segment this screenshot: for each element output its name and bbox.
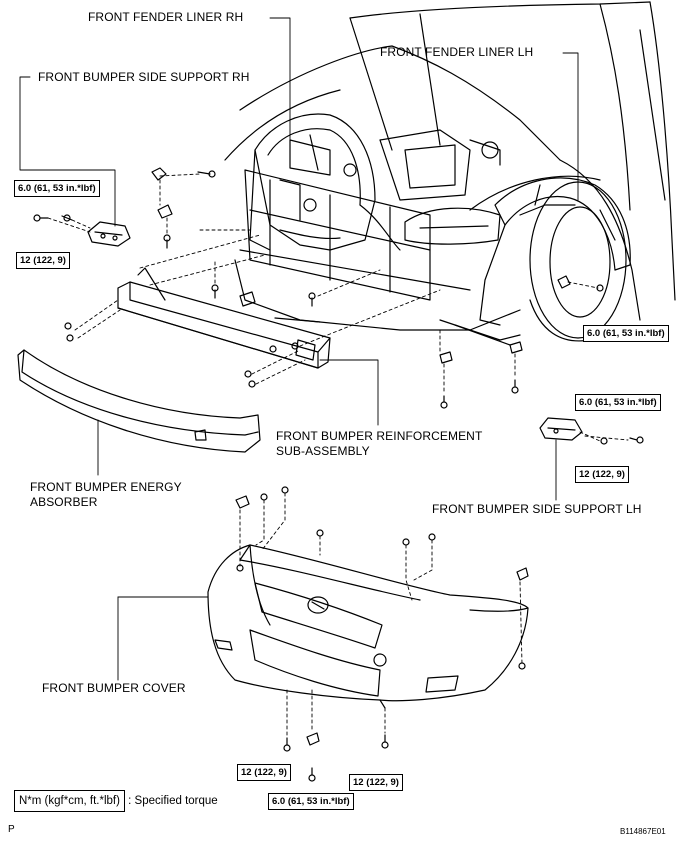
label-front-fender-liner-lh: FRONT FENDER LINER LH (380, 45, 534, 59)
front-bumper-side-support-lh (539, 417, 583, 441)
front-bumper-energy-absorber (17, 349, 261, 453)
label-front-bumper-reinforcement: FRONT BUMPER REINFORCEMENT SUB-ASSEMBLY (276, 429, 482, 459)
torque-lh-lower: 12 (122, 9) (575, 466, 629, 483)
torque-rh-lower: 12 (122, 9) (16, 252, 70, 269)
front-fender-liner-lh (479, 177, 631, 326)
corner-mark-left: P (8, 824, 15, 835)
torque-lh-upper: 6.0 (61, 53 in.*lbf) (575, 394, 661, 411)
front-bumper-cover (207, 544, 529, 709)
label-reinforcement-line1: FRONT BUMPER REINFORCEMENT (276, 429, 483, 443)
vehicle-body (224, 1, 676, 346)
front-fender-liner-rh (249, 113, 376, 251)
label-energy-absorber-line2: ABSORBER (30, 495, 98, 509)
label-front-bumper-side-support-lh: FRONT BUMPER SIDE SUPPORT LH (432, 502, 642, 516)
torque-lh-fender: 6.0 (61, 53 in.*lbf) (583, 325, 669, 342)
label-energy-absorber-line1: FRONT BUMPER ENERGY (30, 480, 182, 494)
torque-cover-right: 12 (122, 9) (349, 774, 403, 791)
torque-cover-center: 6.0 (61, 53 in.*lbf) (268, 793, 354, 810)
fasteners (33, 167, 644, 782)
label-front-bumper-cover: FRONT BUMPER COVER (42, 681, 186, 695)
torque-rh-upper: 6.0 (61, 53 in.*lbf) (14, 180, 100, 197)
label-front-fender-liner-rh: FRONT FENDER LINER RH (88, 10, 244, 24)
figure-code: B114867E01 (620, 827, 666, 836)
torque-legend: N*m (kgf*cm, ft.*lbf) : Specified torque (14, 790, 218, 812)
leader-lines (19, 17, 579, 681)
assembly-lines (47, 173, 629, 737)
front-bumper-side-support-rh (87, 221, 131, 247)
label-front-bumper-side-support-rh: FRONT BUMPER SIDE SUPPORT RH (38, 70, 250, 84)
legend-unit-box: N*m (kgf*cm, ft.*lbf) (14, 790, 125, 812)
legend-text: : Specified torque (128, 795, 218, 807)
front-bumper-reinforcement (117, 267, 331, 369)
label-front-bumper-energy-absorber: FRONT BUMPER ENERGY ABSORBER (30, 480, 182, 510)
label-reinforcement-line2: SUB-ASSEMBLY (276, 444, 370, 458)
torque-cover-left: 12 (122, 9) (237, 764, 291, 781)
